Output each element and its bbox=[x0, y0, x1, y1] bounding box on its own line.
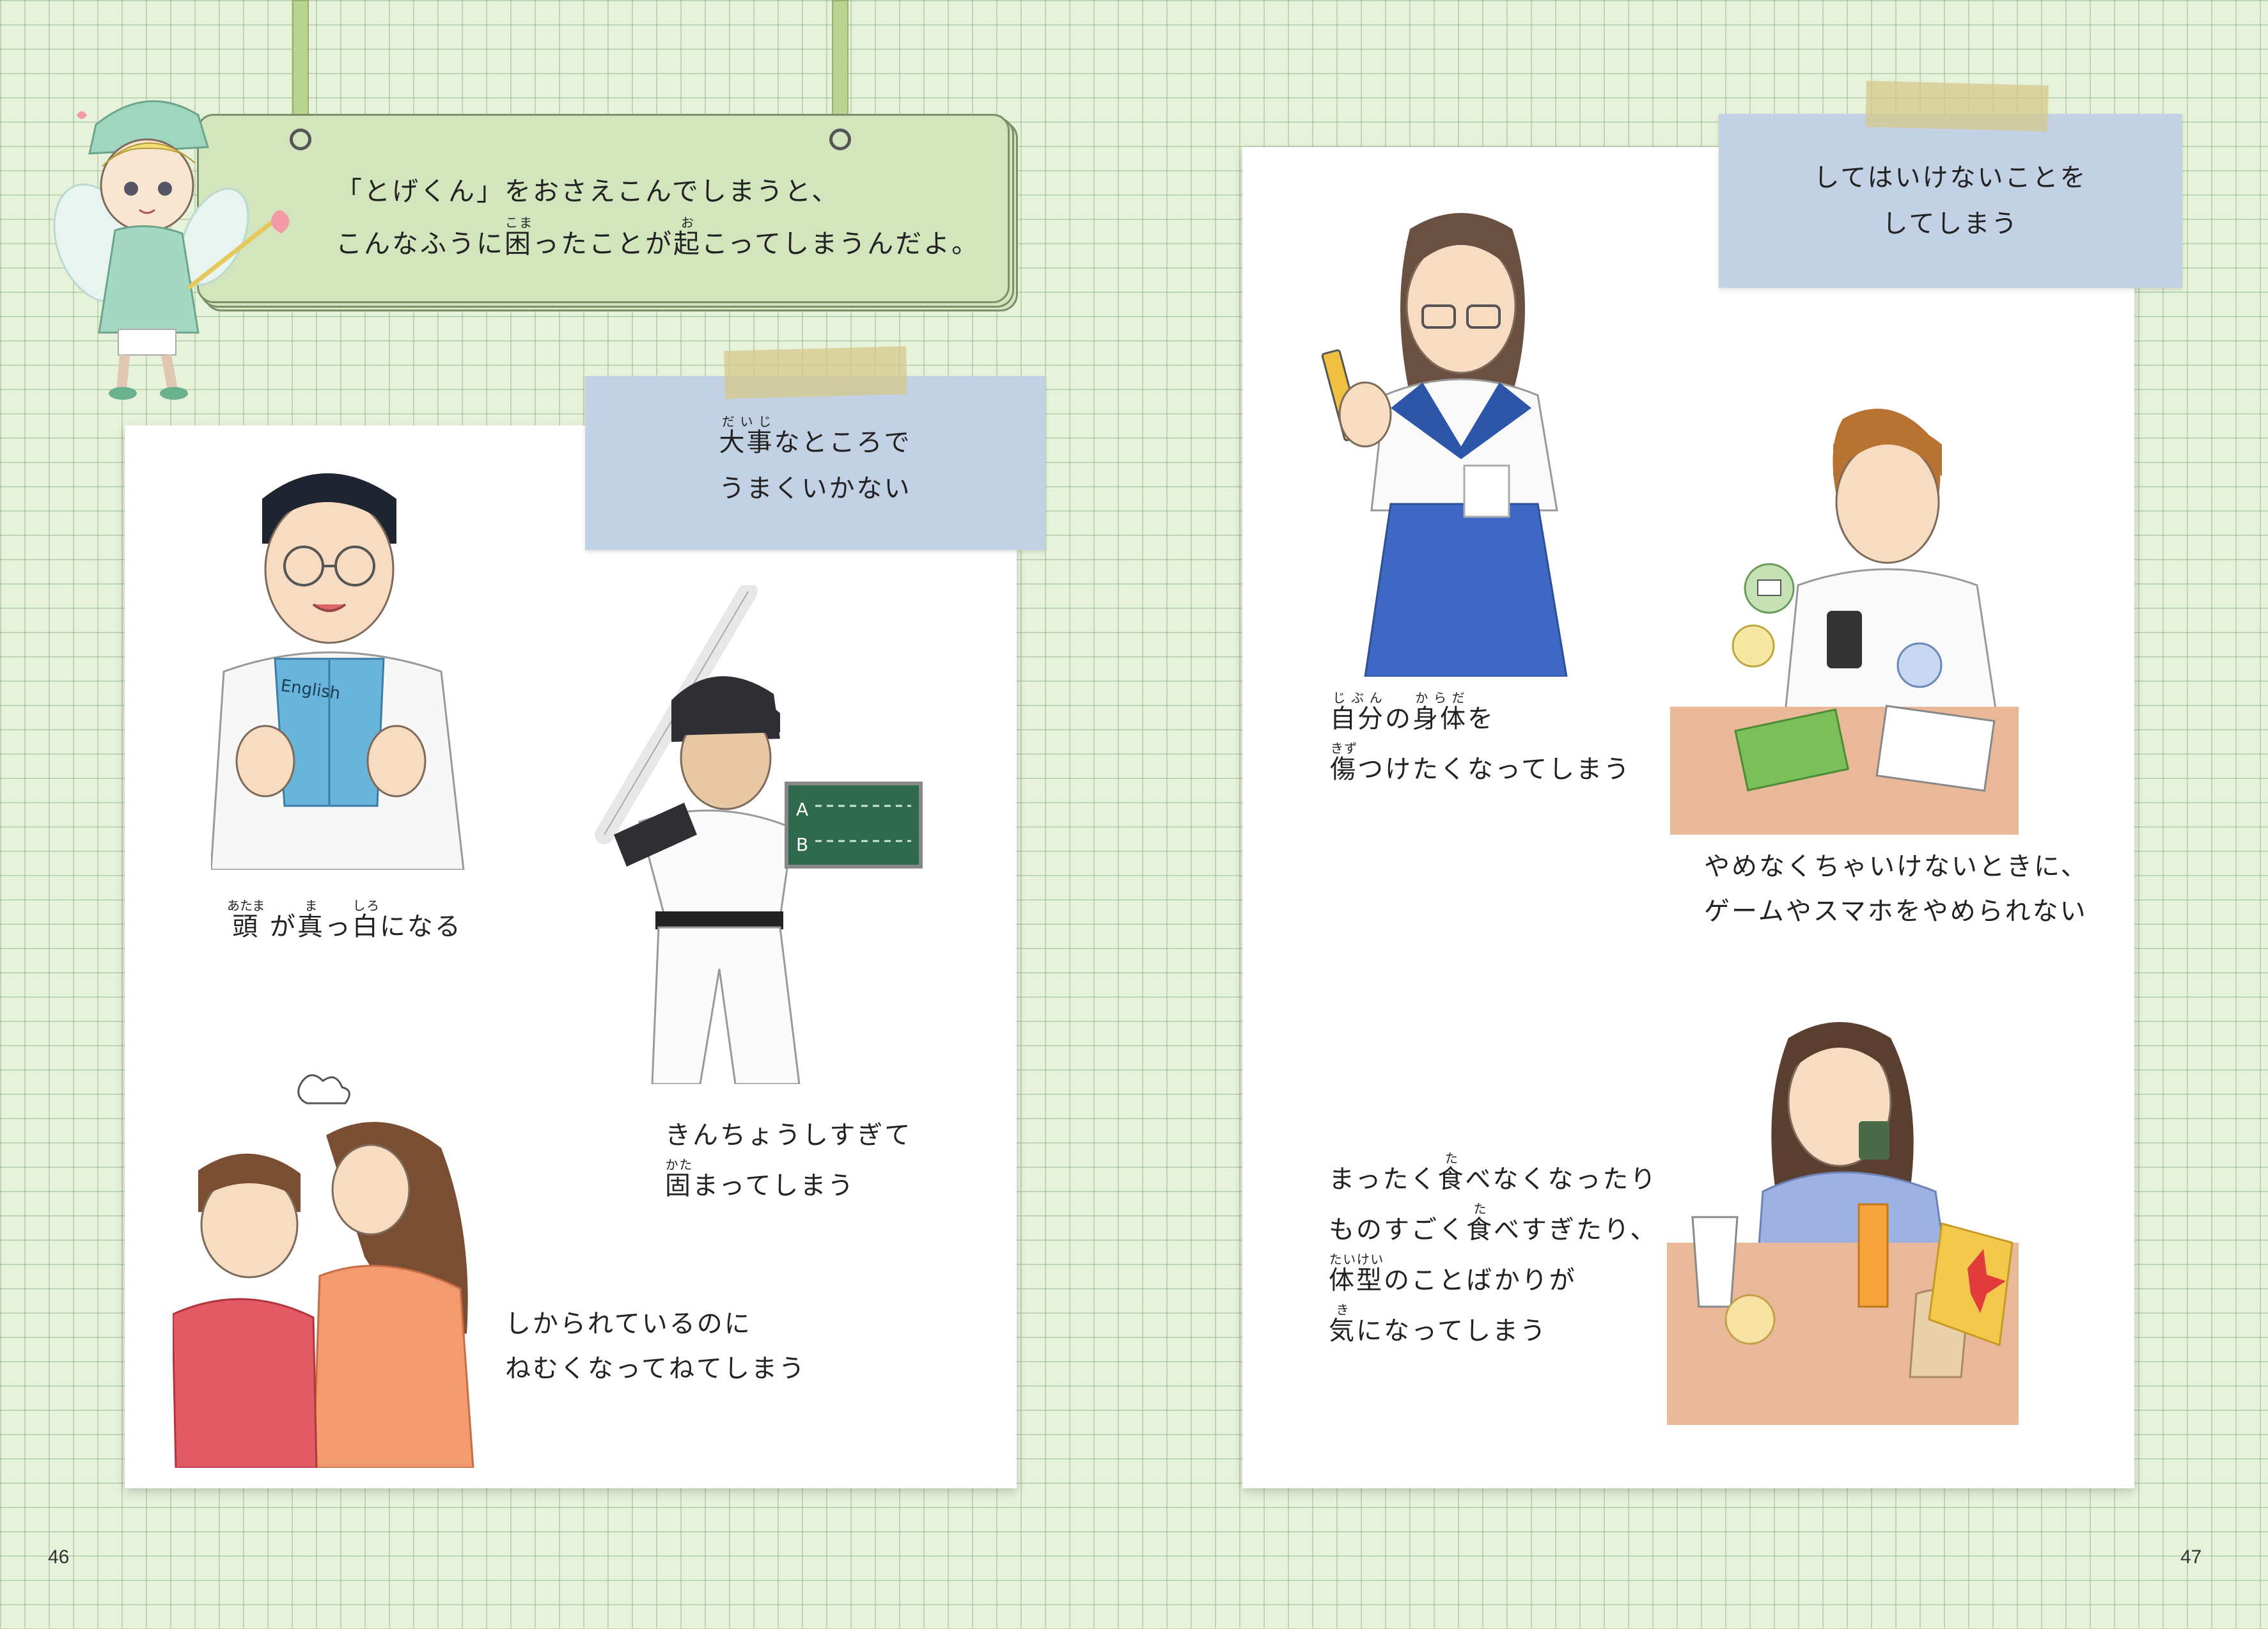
caption-freeze-line-2: 固かたまってしまう bbox=[665, 1157, 856, 1200]
caption-eating-line-2: ものすごく食たべすぎたり、 bbox=[1329, 1201, 1658, 1245]
ring-right bbox=[829, 129, 851, 150]
caption-eating-line-3: 体型たいけいのことばかりが bbox=[1329, 1252, 1577, 1295]
baseball-player-illustration: A B bbox=[595, 585, 923, 1084]
caption-asleep-line-1: しかられているのに bbox=[505, 1309, 752, 1339]
page-number-left: 46 bbox=[48, 1546, 70, 1568]
fairy-mascot-illustration bbox=[53, 100, 290, 400]
ring-left bbox=[290, 129, 311, 150]
scoreboard-row-a: A bbox=[796, 799, 808, 820]
caption-self-harm: 自分じぶんの身体からだを 傷きずつけたくなってしまう bbox=[1330, 690, 1631, 792]
caption-freeze-line-1: きんちょうしすぎて bbox=[665, 1121, 912, 1150]
right-label-tape bbox=[1865, 81, 2049, 132]
left-label-tape bbox=[724, 346, 907, 399]
caption-games-line-2: ゲームやスマホをやめられない bbox=[1704, 897, 2088, 926]
page-number-right: 47 bbox=[2180, 1546, 2202, 1568]
left-label-line-2: うまくいかない bbox=[719, 474, 912, 503]
speech-note bbox=[197, 114, 1010, 303]
boy-with-phone-illustration bbox=[1670, 409, 2019, 835]
caption-cannot-stop-games: やめなくちゃいけないときに、 ゲームやスマホをやめられない bbox=[1704, 844, 2088, 934]
speech-line-2: こんなふうに困こまったことが起おこってしまうんだよ。 bbox=[336, 215, 980, 259]
caption-fall-asleep: しかられているのに ねむくなってねてしまう bbox=[505, 1302, 806, 1391]
scolding-scene-illustration bbox=[173, 1074, 474, 1468]
caption-selfharm-line-1: 自分じぶんの身体からだを bbox=[1330, 690, 1495, 734]
girl-with-bandage-illustration bbox=[1321, 213, 1568, 677]
caption-selfharm-line-2: 傷きずつけたくなってしまう bbox=[1330, 741, 1631, 784]
caption-freeze-up: きんちょうしすぎて 固かたまってしまう bbox=[665, 1113, 912, 1208]
speech-text: 「とげくん」をおさえこんでしまうと、 こんなふうに困こまったことが起おこってしま… bbox=[336, 168, 980, 268]
right-label-line-2: してしまう bbox=[1882, 209, 2019, 239]
caption-eating-problems: まったく食たべなくなったり ものすごく食たべすぎたり、 体型たいけいのことばかり… bbox=[1329, 1151, 1657, 1353]
caption-asleep-line-2: ねむくなってねてしまう bbox=[505, 1354, 806, 1383]
right-panel-label: してはいけないことを してしまう bbox=[1719, 114, 2182, 288]
right-label-line-1: してはいけないことを bbox=[1813, 163, 2088, 193]
speech-line-1: 「とげくん」をおさえこんでしまうと、 bbox=[336, 176, 840, 207]
left-label-line-1: 大事だいじなところで bbox=[719, 414, 912, 457]
caption-mind-goes-blank: 頭あたま が真まっ白しろになる bbox=[227, 898, 462, 941]
student-reading-illustration: English bbox=[211, 473, 465, 870]
caption-eating-line-1: まったく食たべなくなったり bbox=[1329, 1151, 1658, 1194]
left-panel-label: 大事だいじなところで うまくいかない bbox=[585, 376, 1045, 550]
caption-games-line-1: やめなくちゃいけないときに、 bbox=[1704, 852, 2088, 881]
girl-eating-illustration bbox=[1667, 1022, 2019, 1425]
scoreboard-row-b: B bbox=[796, 834, 808, 855]
caption-eating-line-4: 気きになってしまう bbox=[1329, 1302, 1547, 1346]
